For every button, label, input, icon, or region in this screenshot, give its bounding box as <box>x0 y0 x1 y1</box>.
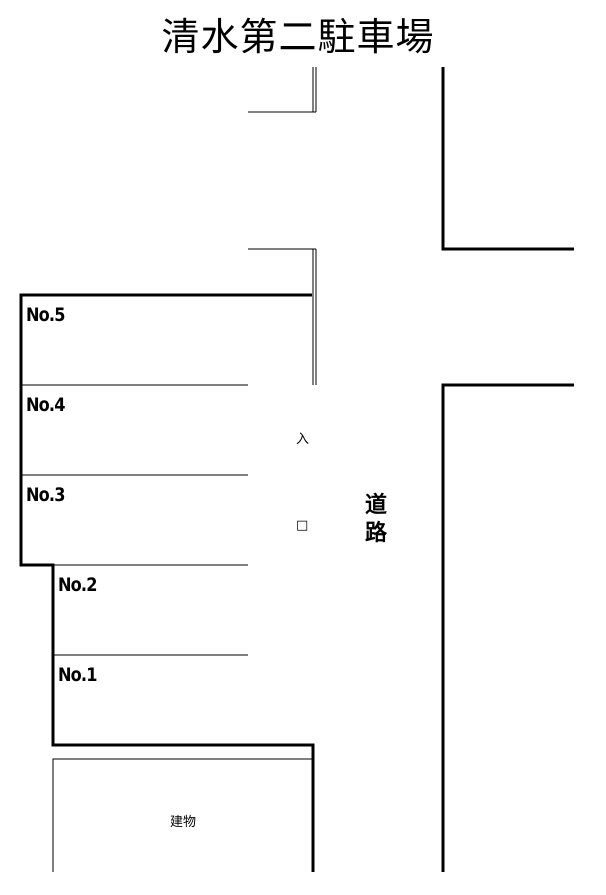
slot-label-no3: No.3 <box>26 484 65 506</box>
road-right-upper <box>441 67 574 251</box>
slot-label-no1: No.1 <box>58 664 97 686</box>
slot-label-no4: No.4 <box>26 394 65 416</box>
page-title: 清水第二駐車場 <box>161 15 435 59</box>
entrance-label: 入 <box>296 432 310 447</box>
road-label: 道 路 <box>365 492 395 548</box>
slot-label-no5: No.5 <box>26 304 65 326</box>
exit-label: □ <box>296 518 309 533</box>
road-right-lower <box>441 383 574 872</box>
building-label: 建物 <box>170 815 197 830</box>
road-label-line1: 道 <box>365 493 388 518</box>
road-label-line2: 路 <box>365 521 388 546</box>
building-outline <box>52 758 313 872</box>
slot-label-no2: No.2 <box>58 574 97 596</box>
